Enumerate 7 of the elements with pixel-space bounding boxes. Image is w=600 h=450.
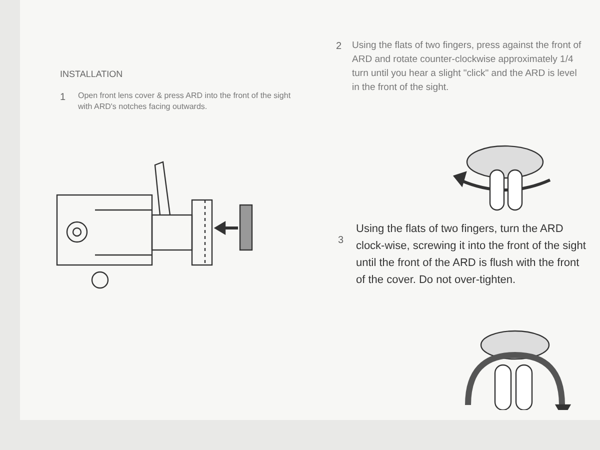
step-number: 1: [60, 92, 66, 103]
step-instruction: Using the flats of two fingers, turn the ARD clock-wise, screwing it into the front of the sight until the front of the ARD is flush with the front of the cover. Do not over-tighten.: [356, 222, 587, 288]
step-instruction: Using the flats of two fingers, press against the front of ARD and rotate counter-clockwise approximately 1/4 turn until you hear a slight "click" and the ARD is level in the front of the sight.: [352, 39, 582, 95]
step-instruction: Open front lens cover & press ARD into the front of the sight with ARD's notches facing outwards.: [78, 90, 292, 112]
step-number: 3: [338, 235, 344, 246]
step-number: 2: [336, 41, 342, 52]
section-heading: INSTALLATION: [60, 68, 123, 80]
